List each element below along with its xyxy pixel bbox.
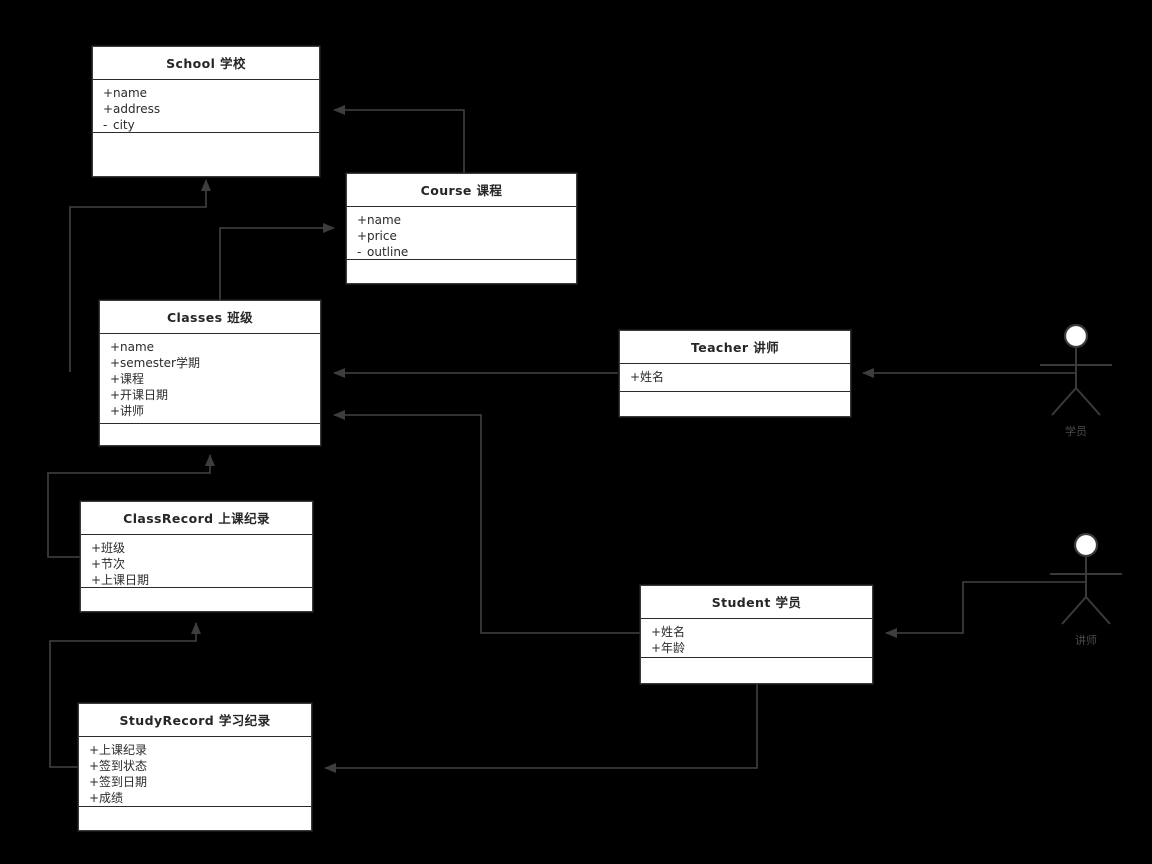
class-attribute: +semester学期 xyxy=(100,355,320,371)
class-attributes-course: +name +price -outline xyxy=(347,207,576,260)
attribute-visibility: + xyxy=(110,388,121,402)
class-title-classes: Classes 班级 xyxy=(100,301,320,334)
actor-figure-icon xyxy=(1040,323,1112,416)
attribute-name: 成绩 xyxy=(99,791,124,805)
attribute-visibility: + xyxy=(357,213,368,227)
class-attribute: +签到日期 xyxy=(79,774,311,790)
attribute-name: 开课日期 xyxy=(120,388,169,402)
class-title-school: School 学校 xyxy=(93,47,319,80)
class-attribute: +name xyxy=(93,85,319,101)
edge-student-to-studyrecord xyxy=(324,684,758,773)
attribute-name: 姓名 xyxy=(640,370,665,384)
class-attribute: +班级 xyxy=(81,540,312,556)
edge-student-to-classes xyxy=(333,410,640,634)
attribute-name: semester学期 xyxy=(120,356,200,370)
class-attribute: +name xyxy=(347,212,576,228)
class-title-teacher: Teacher 讲师 xyxy=(620,331,850,364)
attribute-visibility: + xyxy=(110,404,121,418)
actor-label-xueyuan: 学员 xyxy=(1065,425,1087,438)
class-attribute: +上课纪录 xyxy=(79,742,311,758)
actor-figure-icon xyxy=(1050,532,1122,625)
class-box-studyrecord[interactable]: StudyRecord 学习纪录 +上课纪录 +签到状态 +签到日期 +成绩 xyxy=(78,703,312,831)
attribute-visibility: + xyxy=(89,775,100,789)
attribute-name: name xyxy=(120,340,155,354)
class-title-studyrecord: StudyRecord 学习纪录 xyxy=(79,704,311,737)
attribute-name: city xyxy=(113,118,135,132)
attribute-visibility: + xyxy=(110,372,121,386)
class-box-teacher[interactable]: Teacher 讲师 +姓名 xyxy=(619,330,851,417)
class-attributes-teacher: +姓名 xyxy=(620,364,850,392)
class-attributes-studyrecord: +上课纪录 +签到状态 +签到日期 +成绩 xyxy=(79,737,311,807)
class-title-student: Student 学员 xyxy=(641,586,872,619)
class-box-course[interactable]: Course 课程 +name +price -outline xyxy=(346,173,577,284)
class-attribute: +姓名 xyxy=(641,624,872,640)
attribute-visibility: + xyxy=(630,370,641,384)
actor-jiangshi[interactable]: 讲师 xyxy=(1036,529,1136,649)
attribute-name: 签到状态 xyxy=(99,759,148,773)
class-attribute: -city xyxy=(93,117,319,133)
class-attribute: +讲师 xyxy=(100,403,320,419)
attribute-name: name xyxy=(367,213,402,227)
class-box-school[interactable]: School 学校 +name +address -city xyxy=(92,46,320,177)
attribute-visibility: - xyxy=(357,245,362,259)
class-box-classes[interactable]: Classes 班级 +name +semester学期 +课程 +开课日期 +… xyxy=(99,300,321,446)
attribute-name: 上课纪录 xyxy=(99,743,148,757)
attribute-visibility: + xyxy=(91,541,102,555)
attribute-name: 课程 xyxy=(120,372,145,386)
attribute-visibility: + xyxy=(89,791,100,805)
class-attribute: +上课日期 xyxy=(81,572,312,588)
class-attribute: +节次 xyxy=(81,556,312,572)
class-attribute: +address xyxy=(93,101,319,117)
attribute-name: 上课日期 xyxy=(101,573,150,587)
attribute-visibility: + xyxy=(651,641,662,655)
class-attributes-classrecord: +班级 +节次 +上课日期 xyxy=(81,535,312,588)
class-attributes-school: +name +address -city xyxy=(93,80,319,133)
class-attribute: -outline xyxy=(347,244,576,260)
attribute-visibility: - xyxy=(103,118,108,132)
class-attribute: +课程 xyxy=(100,371,320,387)
attribute-name: 节次 xyxy=(101,557,126,571)
attribute-visibility: + xyxy=(110,356,121,370)
class-attribute: +name xyxy=(100,339,320,355)
attribute-visibility: + xyxy=(89,743,100,757)
class-attribute: +price xyxy=(347,228,576,244)
attribute-visibility: + xyxy=(91,557,102,571)
class-attributes-classes: +name +semester学期 +课程 +开课日期 +讲师 xyxy=(100,334,320,424)
class-attribute: +成绩 xyxy=(79,790,311,806)
attribute-name: 班级 xyxy=(101,541,126,555)
class-title-classrecord: ClassRecord 上课纪录 xyxy=(81,502,312,535)
actor-xueyuan[interactable]: 学员 xyxy=(1026,320,1126,440)
attribute-visibility: + xyxy=(103,102,114,116)
attribute-visibility: + xyxy=(110,340,121,354)
attribute-name: 讲师 xyxy=(120,404,145,418)
class-attribute: +姓名 xyxy=(620,369,850,385)
class-box-classrecord[interactable]: ClassRecord 上课纪录 +班级 +节次 +上课日期 xyxy=(80,501,313,612)
attribute-visibility: + xyxy=(103,86,114,100)
class-attribute: +年龄 xyxy=(641,640,872,656)
attribute-name: 姓名 xyxy=(661,625,686,639)
attribute-name: name xyxy=(113,86,148,100)
attribute-name: price xyxy=(367,229,397,243)
attribute-name: outline xyxy=(367,245,409,259)
attribute-name: 年龄 xyxy=(661,641,686,655)
class-attribute: +签到状态 xyxy=(79,758,311,774)
attribute-visibility: + xyxy=(89,759,100,773)
attribute-name: 签到日期 xyxy=(99,775,148,789)
attribute-name: address xyxy=(113,102,161,116)
class-attributes-student: +姓名 +年龄 xyxy=(641,619,872,658)
attribute-visibility: + xyxy=(357,229,368,243)
actor-label-jiangshi: 讲师 xyxy=(1075,634,1097,647)
edge-classes-to-course xyxy=(219,223,335,300)
class-attribute: +开课日期 xyxy=(100,387,320,403)
edge-course-to-school xyxy=(333,105,465,178)
attribute-visibility: + xyxy=(651,625,662,639)
class-box-student[interactable]: Student 学员 +姓名 +年龄 xyxy=(640,585,873,684)
attribute-visibility: + xyxy=(91,573,102,587)
class-title-course: Course 课程 xyxy=(347,174,576,207)
